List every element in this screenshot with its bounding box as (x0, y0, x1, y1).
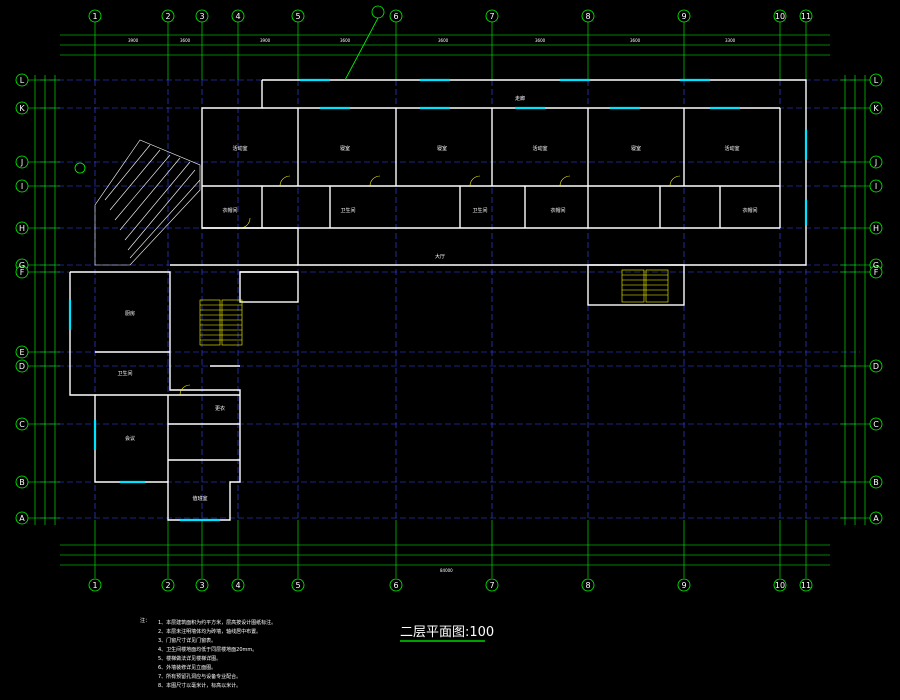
dim-6: 3600 (535, 38, 546, 43)
dim-2: 3600 (180, 38, 191, 43)
col-label-6: 6 (393, 12, 398, 21)
col-label-11-bottom: 11 (801, 581, 811, 590)
dim-8: 3300 (725, 38, 736, 43)
col-label-2: 2 (165, 12, 170, 21)
row-label-I-right: I (875, 182, 877, 191)
room-bedroom-1: 寝室 (340, 145, 350, 152)
row-label-F: F (20, 268, 25, 277)
note-1: 1、本层建筑面积为约平方米，层高按设计图纸标注。 (158, 619, 276, 626)
col-label-6-bottom: 6 (393, 581, 398, 590)
row-label-G-right: G (873, 261, 879, 270)
room-duty: 值班室 (192, 495, 207, 502)
dim-7: 3600 (630, 38, 641, 43)
row-label-B-right: B (873, 478, 879, 487)
row-label-K: K (19, 104, 25, 113)
col-label-4: 4 (235, 12, 240, 21)
row-label-J-right: J (874, 158, 877, 167)
room-activity-3: 活动室 (724, 145, 739, 152)
column-axis-labels: 1 2 3 4 5 6 7 8 9 10 11 1 2 3 4 5 6 7 8 … (92, 12, 811, 590)
room-bedroom-2: 寝室 (437, 145, 447, 152)
row-label-I: I (21, 182, 23, 191)
row-label-C: C (19, 420, 25, 429)
row-axis-bubbles (15, 73, 883, 525)
col-label-11: 11 (801, 12, 811, 21)
section-marker (74, 5, 385, 174)
room-toilet-1: 卫生间 (340, 207, 355, 214)
room-cloakroom-1: 衣帽间 (222, 207, 237, 214)
room-toilet-2: 卫生间 (472, 207, 487, 214)
doors (179, 175, 681, 396)
drawing-title-group: 二层平面图:100 (400, 625, 494, 642)
col-label-9: 9 (681, 12, 686, 21)
dim-5: 3600 (438, 38, 449, 43)
room-hall: 大厅 (435, 253, 445, 260)
col-label-9-bottom: 9 (681, 581, 686, 590)
row-label-K-right: K (873, 104, 879, 113)
room-meeting: 会议 (125, 435, 135, 442)
row-label-B: B (19, 478, 25, 487)
col-label-2-bottom: 2 (165, 581, 170, 590)
notes: 注： 1、本层建筑面积为约平方米，层高按设计图纸标注。 2、本层未注明墙体均为砖… (140, 617, 276, 689)
row-label-H-right: H (873, 224, 879, 233)
col-label-7: 7 (489, 12, 494, 21)
row-label-D-right: D (873, 362, 879, 371)
room-activity-1: 活动室 (232, 145, 247, 152)
building-walls (69, 79, 807, 521)
note-6: 6、外墙装修详见立面图。 (158, 664, 216, 671)
note-4: 4、卫生间楼地面均低于同层楼地面20mm。 (158, 646, 257, 653)
col-label-3-bottom: 3 (199, 581, 204, 590)
col-label-5: 5 (295, 12, 300, 21)
col-label-7-bottom: 7 (489, 581, 494, 590)
room-toilet-3: 卫生间 (117, 370, 132, 377)
note-8: 8、本图尺寸以毫米计，标高以米计。 (158, 682, 241, 689)
col-label-8-bottom: 8 (585, 581, 590, 590)
dim-1: 3900 (128, 38, 139, 43)
row-label-L: L (20, 76, 25, 85)
row-label-A-right: A (873, 514, 879, 523)
dim-4: 3600 (340, 38, 351, 43)
note-5: 5、楼梯做法详见楼梯详图。 (158, 655, 221, 662)
room-cloakroom-3: 衣帽间 (742, 207, 757, 214)
row-label-C-right: C (873, 420, 879, 429)
row-label-H: H (19, 224, 25, 233)
col-label-3: 3 (199, 12, 204, 21)
row-label-G: G (19, 261, 25, 270)
row-label-F-right: F (874, 268, 879, 277)
windows (68, 78, 808, 522)
row-label-L-right: L (874, 76, 879, 85)
room-kitchen: 厨房 (125, 310, 135, 317)
curved-stair (94, 139, 201, 266)
room-bedroom-3: 寝室 (631, 145, 641, 152)
row-axis-labels: L K J I H G F E D C B A L K J I H G F D … (19, 76, 879, 523)
row-label-A: A (19, 514, 25, 523)
note-2: 2、本层未注明墙体均为砖墙，轴线居中布置。 (158, 628, 261, 635)
room-activity-2: 活动室 (532, 145, 547, 152)
room-changing: 更衣 (215, 405, 225, 412)
col-label-1-bottom: 1 (92, 581, 97, 590)
col-label-10: 10 (775, 12, 785, 21)
dimension-texts: 3900 3600 3900 3600 3600 3600 3600 3300 … (128, 38, 736, 573)
note-3: 3、门窗尺寸详见门窗表。 (158, 637, 216, 644)
notes-heading: 注： (140, 617, 150, 624)
row-label-E: E (19, 348, 24, 357)
room-corridor: 走廊 (515, 95, 525, 102)
col-label-8: 8 (585, 12, 590, 21)
dim-total: 84000 (440, 568, 453, 573)
row-label-D: D (19, 362, 25, 371)
col-label-5-bottom: 5 (295, 581, 300, 590)
stairs (199, 269, 669, 346)
col-label-1: 1 (92, 12, 97, 21)
dimension-lines (34, 22, 866, 578)
note-7: 7、所有预留孔洞应与设备专业配合。 (158, 673, 241, 680)
col-label-10-bottom: 10 (775, 581, 785, 590)
col-label-4-bottom: 4 (235, 581, 240, 590)
column-axis-bubbles (88, 9, 813, 592)
room-cloakroom-2: 衣帽间 (550, 207, 565, 214)
room-labels: 活动室 寝室 寝室 活动室 寝室 活动室 衣帽间 衣帽间 衣帽间 卫生间 卫生间… (117, 95, 757, 502)
dim-3: 3900 (260, 38, 271, 43)
drawing-title: 二层平面图:100 (400, 625, 494, 640)
row-axis-lines (28, 79, 870, 519)
row-label-J: J (20, 158, 23, 167)
